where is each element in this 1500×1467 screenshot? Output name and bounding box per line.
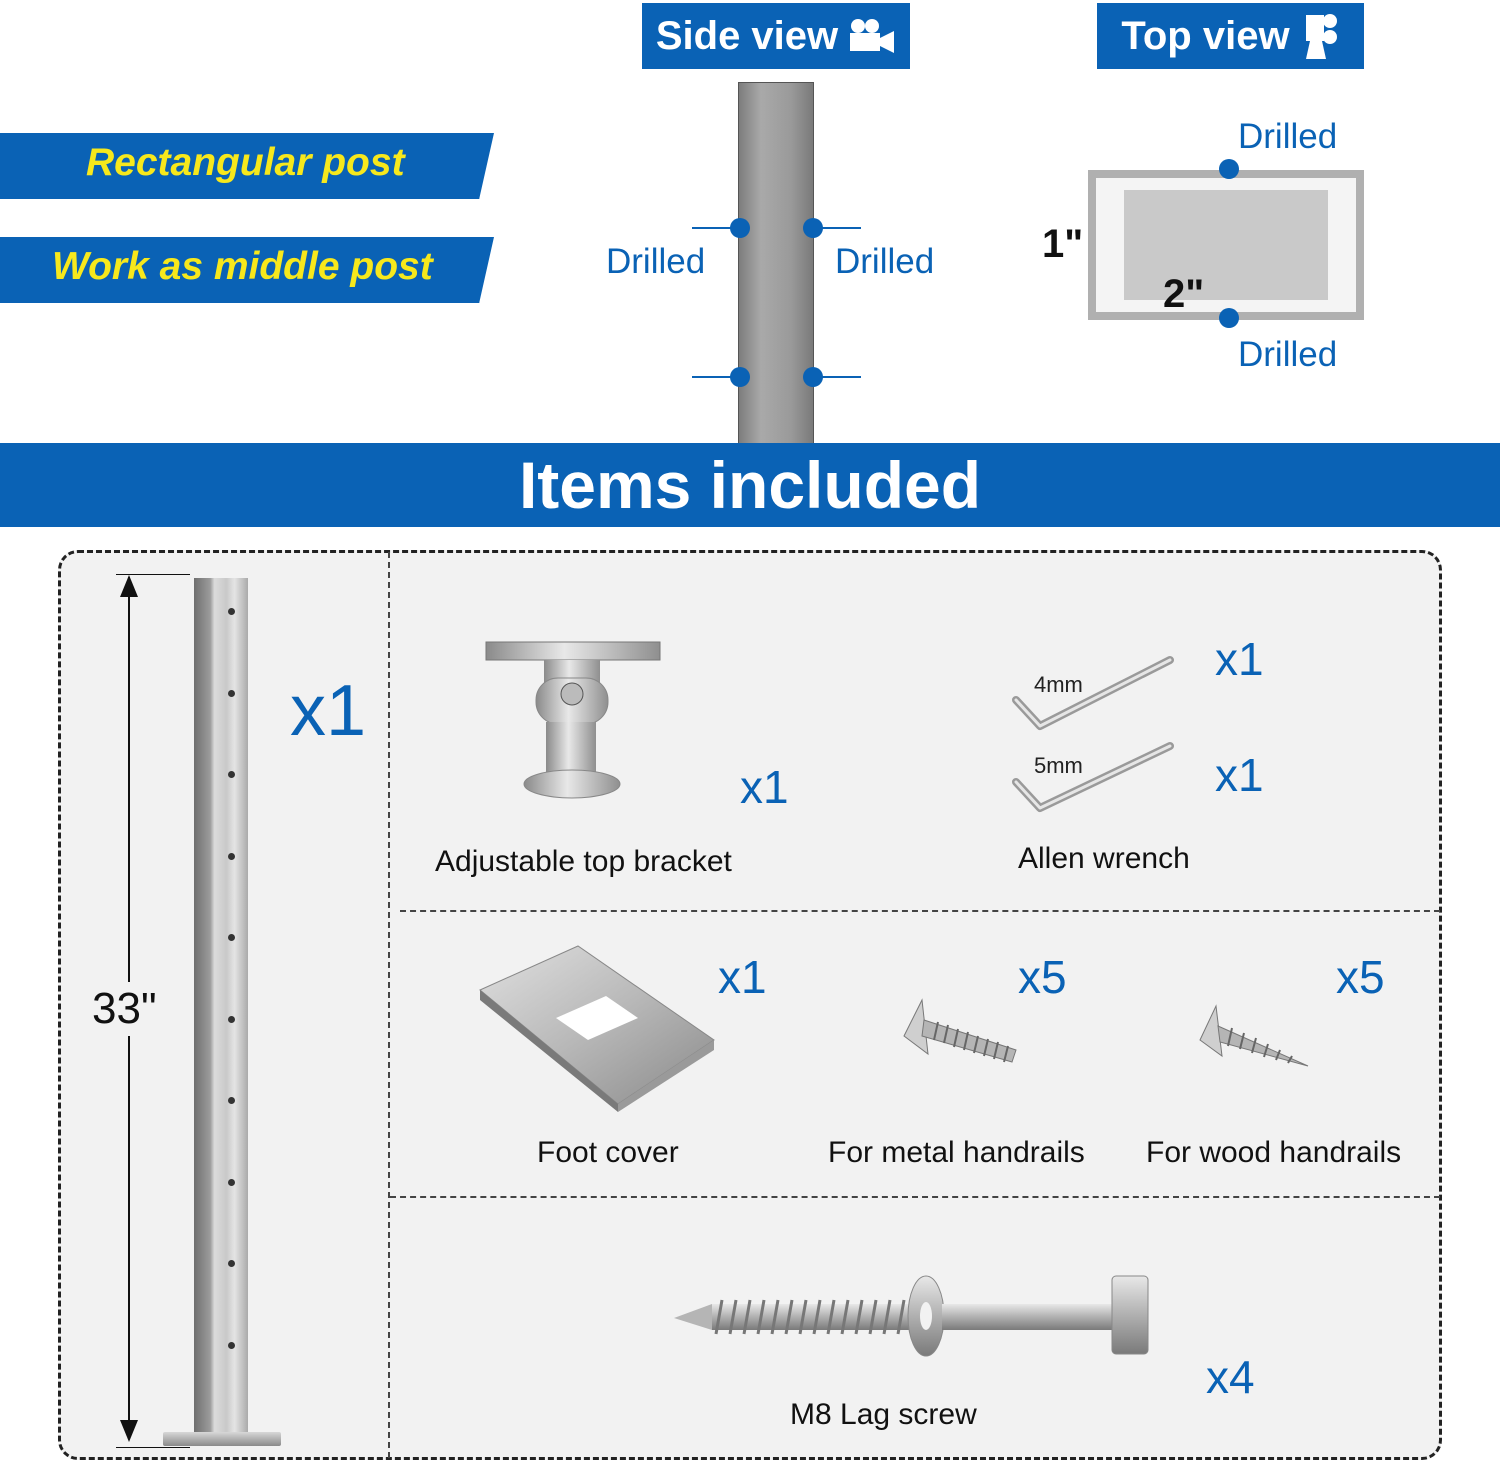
drilled-label-right: Drilled <box>835 242 935 281</box>
drill-hole-marker <box>803 218 823 238</box>
post-hole <box>228 1015 235 1023</box>
wrench-label: Allen wrench <box>1018 842 1190 875</box>
wood-screw-label: For wood handrails <box>1146 1136 1402 1169</box>
items-included-banner: Items included <box>0 443 1500 527</box>
drilled-label-bottom: Drilled <box>1238 335 1338 374</box>
post-hole <box>228 934 235 941</box>
metal-screw-label: For metal handrails <box>828 1136 1085 1169</box>
post-hole <box>228 852 235 860</box>
drill-hole-marker-bottom <box>1219 308 1239 328</box>
drill-hole-marker-top <box>1219 159 1239 179</box>
drill-hole-marker <box>730 367 750 387</box>
stainless-post <box>194 578 248 1434</box>
camera-icon <box>850 19 895 53</box>
drilled-label-top: Drilled <box>1238 117 1338 156</box>
dimension-arrow-bottom <box>120 1420 138 1442</box>
feature-ribbon-middle-post: Work as middle post <box>0 237 494 303</box>
post-hole <box>228 1341 235 1349</box>
top-bracket-image <box>485 641 661 799</box>
dimension-arrow-top <box>120 575 138 597</box>
bracket-quantity: x1 <box>740 761 789 813</box>
top-view-tag: Top view <box>1097 3 1364 69</box>
panel-divider-horizontal <box>400 910 1440 912</box>
drill-marker-line <box>813 227 861 229</box>
dimension-long-side: 2" <box>1163 272 1205 316</box>
top-view-label: Top view <box>1121 13 1290 58</box>
feature-label: Work as middle post <box>52 245 433 288</box>
drill-marker-line <box>692 376 740 378</box>
wrench-4mm-quantity: x1 <box>1215 633 1264 685</box>
post-hole <box>228 1097 235 1104</box>
drill-hole-marker <box>803 367 823 387</box>
allen-wrench-4mm-image <box>1012 656 1174 730</box>
drilled-label-left: Drilled <box>606 242 706 281</box>
lag-screw-label: M8 Lag screw <box>790 1398 977 1431</box>
dimension-short-side: 1" <box>1042 222 1084 266</box>
post-hole <box>228 1178 235 1186</box>
feature-label: Rectangular post <box>86 141 405 184</box>
wood-handrail-screw-image <box>1199 1004 1309 1067</box>
side-view-tag: Side view <box>642 3 910 69</box>
post-hole <box>228 608 235 615</box>
post-hole <box>228 771 235 778</box>
metal-handrail-screw-image <box>903 998 1017 1063</box>
post-base-plate <box>163 1432 281 1446</box>
drill-marker-line <box>692 227 740 229</box>
items-included-title: Items included <box>518 448 982 522</box>
foot-cover-image <box>479 945 715 1112</box>
post-quantity: x1 <box>290 671 367 751</box>
drill-marker-line <box>813 376 861 378</box>
side-view-label: Side view <box>655 13 839 58</box>
wood-screw-quantity: x5 <box>1336 951 1385 1003</box>
feature-ribbon-rectangular: Rectangular post <box>0 133 494 199</box>
dimension-tick-top <box>116 574 190 575</box>
metal-screw-quantity: x5 <box>1018 951 1067 1003</box>
panel-divider-horizontal <box>390 1196 1440 1198</box>
dimension-tick-bottom <box>116 1447 190 1448</box>
side-view-post <box>738 82 814 444</box>
allen-wrench-5mm-image <box>1012 742 1174 812</box>
lag-screw-quantity: x4 <box>1206 1351 1255 1403</box>
wrench-size-4mm: 4mm <box>1034 672 1083 697</box>
foot-cover-label: Foot cover <box>537 1136 679 1169</box>
top-view-profile <box>1088 170 1364 320</box>
wrench-size-5mm: 5mm <box>1034 753 1083 778</box>
foot-cover-quantity: x1 <box>718 951 767 1003</box>
lag-screw-image <box>674 1275 1149 1357</box>
panel-divider-vertical <box>388 552 390 1458</box>
post-hole <box>228 689 235 697</box>
post-height-label: 33" <box>92 982 157 1036</box>
drill-hole-marker <box>730 218 750 238</box>
wrench-5mm-quantity: x1 <box>1215 749 1264 801</box>
camera-top-icon <box>1305 14 1337 59</box>
bracket-label: Adjustable top bracket <box>435 845 732 878</box>
post-hole <box>228 1260 235 1267</box>
